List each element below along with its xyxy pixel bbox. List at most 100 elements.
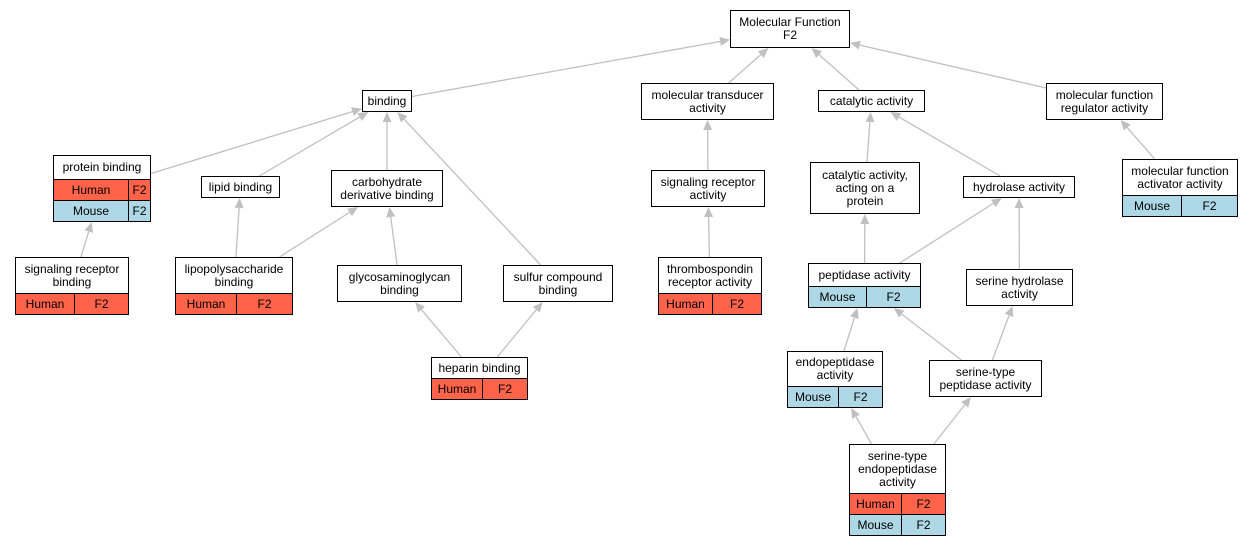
organism-cell: Mouse <box>794 390 832 404</box>
gene-cell: F2 <box>128 201 150 221</box>
gene-cell: F2 <box>236 294 292 314</box>
node-label: protein binding <box>62 160 142 174</box>
arrowhead <box>890 112 902 121</box>
annotation-row-mouse: Mouse F2 <box>850 514 945 535</box>
edge-lpsb-to-lb <box>235 207 240 258</box>
node-hyd[interactable]: hydrolase activity <box>963 176 1075 198</box>
arrowhead <box>865 112 875 123</box>
node-lb[interactable]: lipid binding <box>201 176 280 198</box>
arrowhead <box>704 207 714 218</box>
edge-scb-to-bind <box>403 118 542 266</box>
arrowhead <box>757 48 769 58</box>
gene-cell: F2 <box>866 287 920 307</box>
arrowhead <box>990 198 1002 208</box>
edge-pb-to-bind <box>150 110 353 175</box>
gene-cell: F2 <box>838 387 882 407</box>
annotation-row-human: Human F2 <box>432 378 527 399</box>
organism-cell: Mouse <box>857 518 894 532</box>
gene-cell: F2 <box>901 515 945 535</box>
arrowhead <box>357 112 369 121</box>
node-cat[interactable]: catalytic activity <box>818 90 925 112</box>
arrowhead <box>351 107 362 116</box>
node-label: peptidase activity <box>818 267 911 282</box>
gene-cell: F2 <box>1181 196 1237 216</box>
edge-gagb-to-cdb <box>390 216 398 266</box>
organism-cell: Human <box>71 183 111 197</box>
arrowhead <box>811 48 822 58</box>
edge-cat-to-mf <box>818 54 860 91</box>
arrowhead <box>234 198 244 209</box>
arrowhead <box>719 37 730 46</box>
gene-cell: F2 <box>128 180 150 200</box>
edge-stea-to-stpa <box>933 404 966 445</box>
arrowhead <box>347 207 358 217</box>
edge-lb-to-bind <box>258 116 360 177</box>
arrowhead <box>860 214 870 225</box>
edge-lpsb-to-cdb <box>279 211 350 258</box>
organism-cell: Human <box>186 297 226 311</box>
arrowhead <box>851 408 860 419</box>
node-label: catalytic activity <box>829 93 914 108</box>
edge-stpa-to-pep <box>901 313 962 361</box>
arrowhead <box>1014 198 1024 209</box>
node-bind[interactable]: binding <box>362 90 412 112</box>
node-label: hydrolase activity <box>972 179 1066 194</box>
gene-cell: F2 <box>712 294 761 314</box>
annotation-row-human: Human F2 <box>54 179 150 200</box>
organism-cell: Human <box>437 382 477 396</box>
edge-pep-to-hyd <box>899 202 994 264</box>
edge-tsra-to-sra <box>707 216 711 258</box>
annotation-row-human: Human F2 <box>176 293 292 314</box>
arrowhead <box>382 112 392 122</box>
arrowhead <box>386 207 396 218</box>
edge-hep-to-scb <box>496 309 537 358</box>
arrowhead <box>397 112 408 123</box>
annotation-row-mouse: Mouse F2 <box>788 386 882 407</box>
annotation-row-mouse: Mouse F2 <box>54 200 150 221</box>
arrowhead <box>893 308 905 318</box>
gene-cell: F2 <box>901 494 945 514</box>
edge-srb-to-pb <box>80 231 90 258</box>
arrowhead <box>1120 120 1131 131</box>
node-label: lipid binding <box>208 179 273 194</box>
edge-hep-to-gagb <box>421 309 462 358</box>
edge-mfr-to-mf <box>859 44 1047 89</box>
node-label: binding <box>367 93 407 108</box>
edge-stpa-to-serh <box>991 315 1010 361</box>
gene-cell: F2 <box>482 379 527 399</box>
organism-cell: Mouse <box>72 204 110 218</box>
